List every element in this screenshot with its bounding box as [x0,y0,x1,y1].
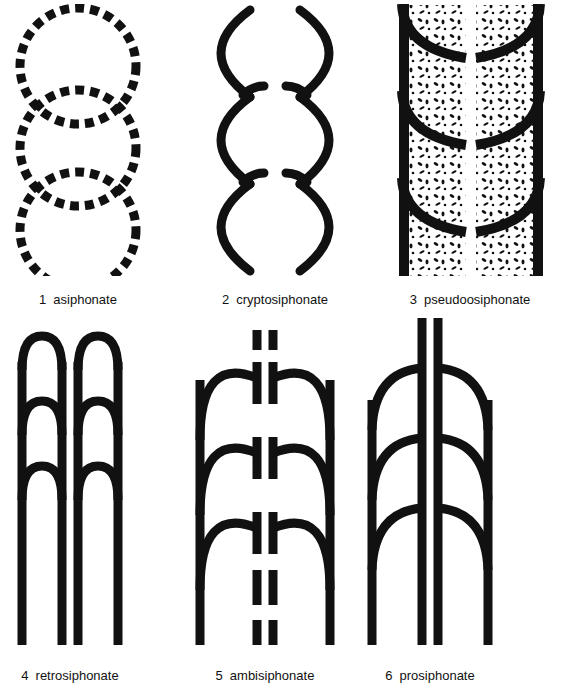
shell-wall [300,97,329,184]
septum [402,4,466,58]
septum [200,523,257,590]
septum [22,336,62,370]
chamber-deposit [476,5,540,276]
prosiphonate-figure [372,318,488,645]
callout-number: 2 [222,292,229,308]
septum [476,4,540,58]
septum [22,401,62,435]
septum [78,336,118,370]
caption-text: pseudoosiphonate [424,292,530,308]
septum [78,401,118,435]
pseudoosiphonate-figure [402,4,540,276]
septum [78,466,118,500]
septum [476,91,540,145]
shell-wall [221,97,250,184]
shell-wall [484,400,493,645]
callout-number: 3 [410,292,417,308]
septum [438,368,488,430]
callout-number: 5 [216,668,223,684]
ambisiphonate-figure [200,330,330,645]
shell-wall [221,10,250,97]
shell-wall [300,10,329,97]
septum [273,448,330,515]
septal-neck [243,173,264,182]
septal-neck [269,330,278,645]
septal-neck [243,86,264,95]
shell-wall [221,184,250,271]
retrosiphonate-figure [22,336,118,645]
septum [200,448,257,515]
septal-neck [286,173,307,182]
caption-text: cryptosiphonate [236,292,328,308]
shell-wall [533,4,543,276]
caption-text: ambisiphonate [230,668,315,684]
septum [273,373,330,440]
callout-number: 1 [39,292,46,308]
chamber-deposit [402,5,466,276]
callout-number: 6 [385,668,392,684]
septum [476,178,540,232]
septum [372,368,422,430]
chamber-outline [20,172,136,276]
caption-text: retrosiphonate [36,668,119,684]
cryptosiphonate-figure [221,10,329,271]
caption-text: asiphonate [53,292,117,308]
callout-number: 4 [21,668,28,684]
shell-wall [368,400,377,645]
asiphonate-figure [20,8,136,276]
shell-wall [300,184,329,271]
septum [273,523,330,590]
septum [438,508,488,570]
septum [402,178,466,232]
caption-text: prosiphonate [400,668,475,684]
septal-neck [253,330,262,645]
septum [200,373,257,440]
septum [372,508,422,570]
septum [402,91,466,145]
septum [372,438,422,500]
septum [22,466,62,500]
shell-wall [399,4,409,276]
septal-neck [286,86,307,95]
septum [438,438,488,500]
